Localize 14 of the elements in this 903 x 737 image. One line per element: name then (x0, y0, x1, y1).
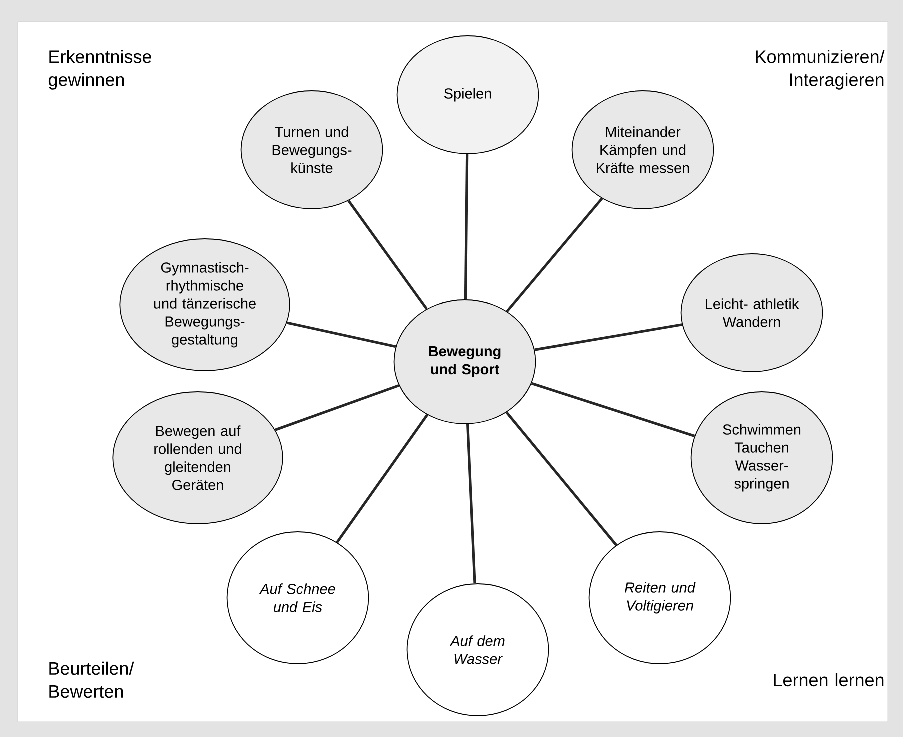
corner-label: Kommunizieren/ Interagieren (756, 50, 885, 90)
corner-label: Lernen lernen (774, 673, 884, 687)
connector-line (466, 424, 476, 584)
connector-line (286, 322, 396, 348)
connector-line (531, 382, 696, 438)
connector-line (506, 198, 604, 313)
corner-label: Beurteilen/ Bewerten (50, 662, 134, 698)
connector-line (464, 154, 469, 300)
connector-line (506, 412, 618, 546)
connector-line (275, 384, 400, 432)
connector-line (348, 200, 428, 310)
connector-line (534, 324, 682, 352)
corner-label: Erkenntnisse gewinnen (48, 50, 152, 90)
connector-line (336, 414, 429, 544)
